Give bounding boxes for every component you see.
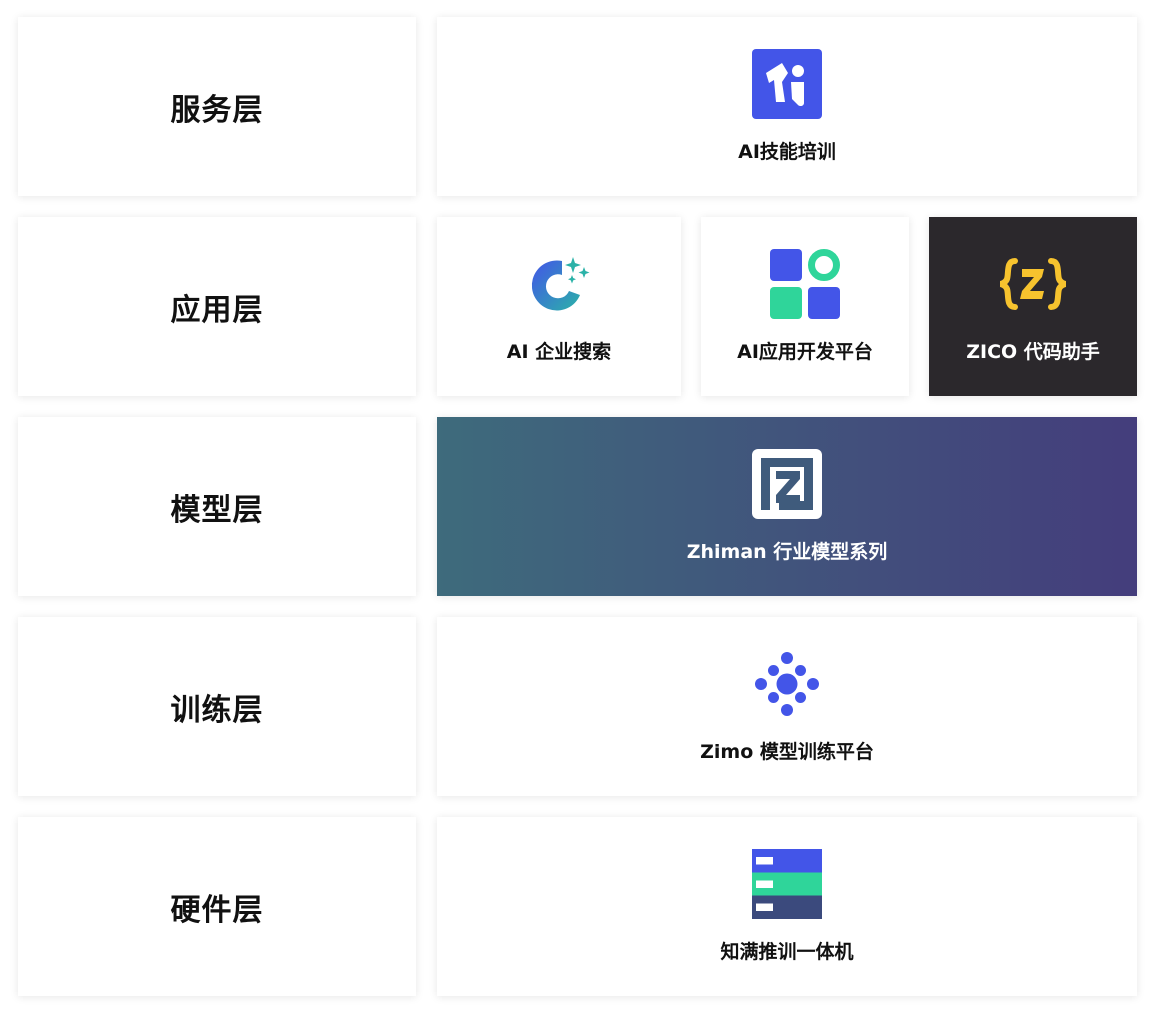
product-label-appliance: 知满推训一体机 bbox=[720, 941, 854, 963]
enterprise-search-logo-icon bbox=[531, 257, 590, 311]
layer-label-application: 应用层 bbox=[170, 292, 264, 328]
ai-training-logo-icon bbox=[752, 49, 822, 119]
layer-card-model: 模型层 bbox=[18, 417, 416, 596]
product-card-ai-enterprise-search[interactable]: AI 企业搜索 bbox=[437, 217, 681, 396]
product-card-zico-code-assistant[interactable]: ZICO 代码助手 bbox=[929, 217, 1137, 396]
layer-label-model: 模型层 bbox=[170, 492, 264, 528]
layer-card-service: 服务层 bbox=[18, 17, 416, 196]
zhiman-z-logo-icon bbox=[752, 449, 822, 519]
zimo-dots-logo-icon bbox=[755, 652, 819, 716]
layer-card-hardware: 硬件层 bbox=[18, 817, 416, 996]
app-blocks-logo-icon bbox=[770, 249, 840, 319]
product-card-appliance[interactable]: 知满推训一体机 bbox=[437, 817, 1137, 996]
product-label-ai-skills-training: AI技能培训 bbox=[738, 141, 836, 163]
product-card-zimo-training-platform[interactable]: Zimo 模型训练平台 bbox=[437, 617, 1137, 796]
product-card-zhiman-models[interactable]: Zhiman 行业模型系列 bbox=[437, 417, 1137, 596]
server-stack-logo-icon bbox=[752, 849, 822, 919]
layer-card-application: 应用层 bbox=[18, 217, 416, 396]
product-label-zhiman-models: Zhiman 行业模型系列 bbox=[686, 541, 888, 563]
layer-card-training: 训练层 bbox=[18, 617, 416, 796]
product-label-ai-app-dev-platform: AI应用开发平台 bbox=[737, 341, 873, 363]
layer-label-hardware: 硬件层 bbox=[170, 892, 264, 928]
product-card-ai-app-dev-platform[interactable]: AI应用开发平台 bbox=[701, 217, 909, 396]
product-label-ai-enterprise-search: AI 企业搜索 bbox=[506, 341, 612, 363]
zico-braces-logo-icon bbox=[999, 258, 1067, 310]
layer-label-service: 服务层 bbox=[170, 92, 264, 128]
product-label-zico-code-assistant: ZICO 代码助手 bbox=[966, 341, 1100, 363]
product-card-ai-skills-training[interactable]: AI技能培训 bbox=[437, 17, 1137, 196]
product-label-zimo-training-platform: Zimo 模型训练平台 bbox=[700, 741, 874, 763]
layer-label-training: 训练层 bbox=[170, 692, 264, 728]
